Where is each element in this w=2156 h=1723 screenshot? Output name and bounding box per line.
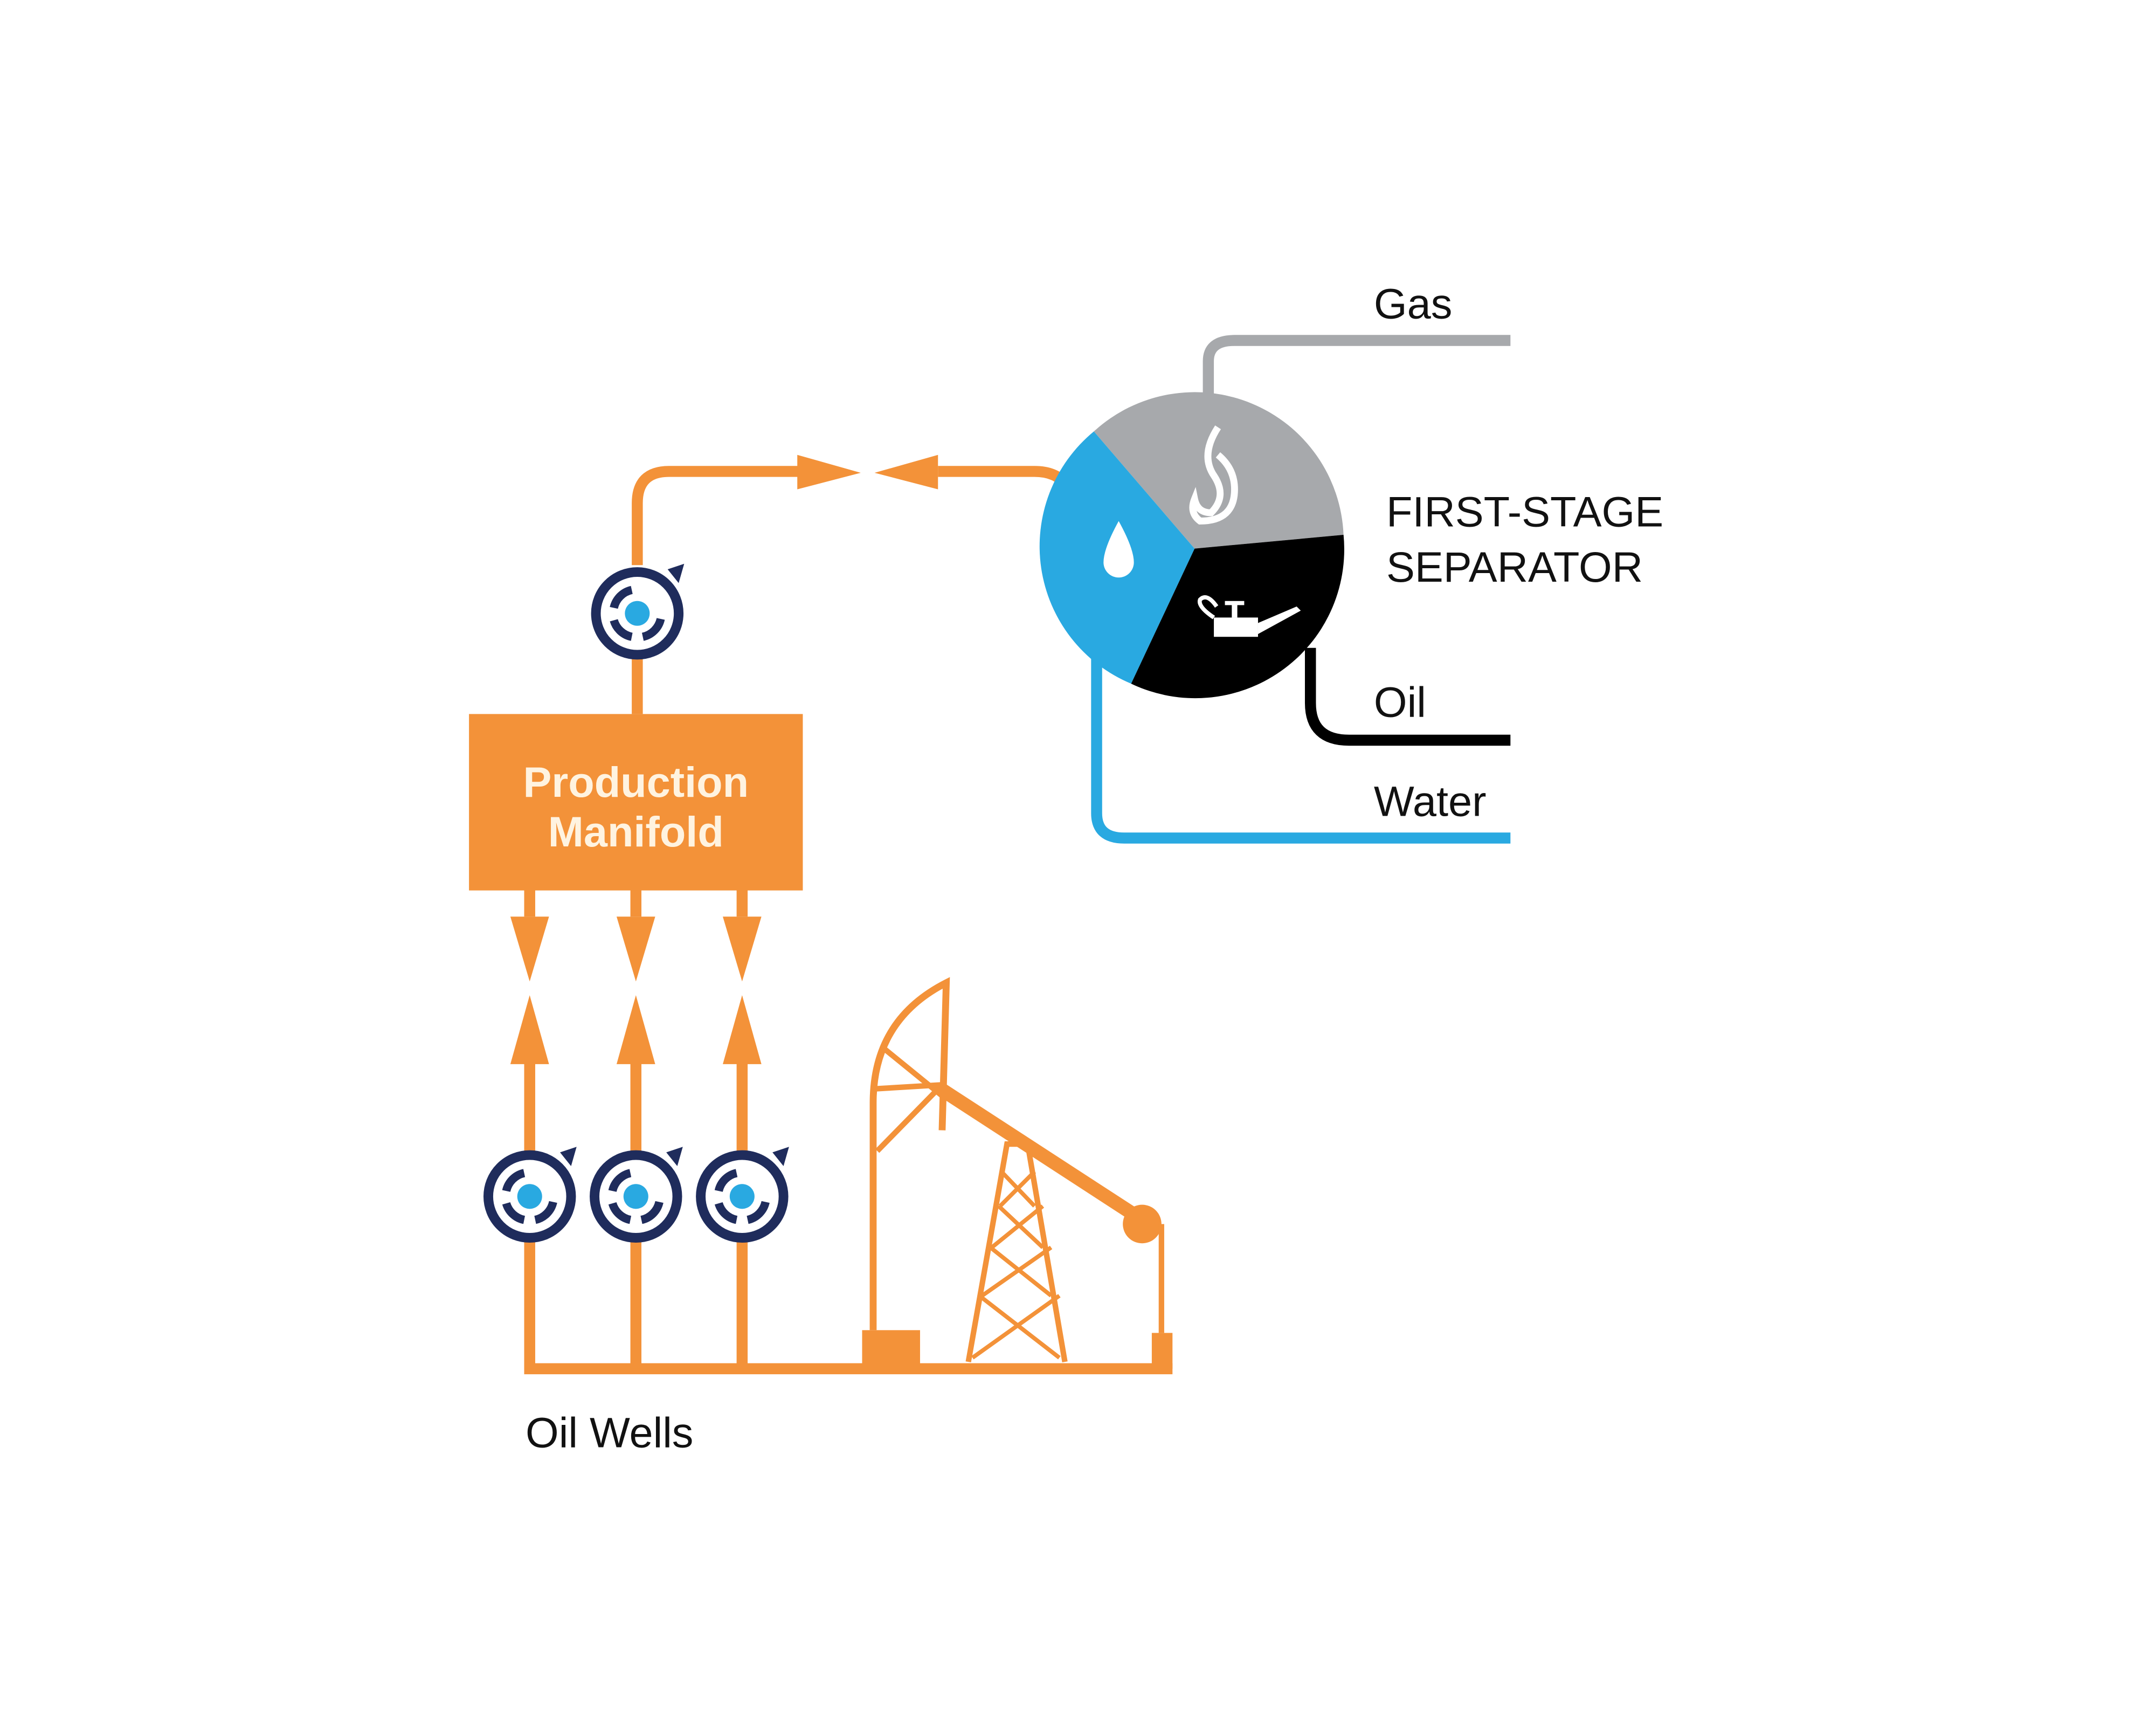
- water-label: Water: [1374, 777, 1487, 825]
- water-drop-icon: [1103, 521, 1134, 578]
- manifold-box: [469, 714, 803, 891]
- manifold-label-line1: Production: [523, 758, 749, 806]
- manifold-valve[interactable]: [797, 454, 938, 490]
- pumpjack-icon: [862, 977, 1173, 1369]
- flow-meter-icon[interactable]: [595, 1147, 683, 1238]
- valve-icon: [797, 454, 938, 490]
- flow-meter-icon[interactable]: [488, 1147, 577, 1238]
- gas-label: Gas: [1374, 280, 1452, 328]
- well-valve-1[interactable]: [510, 916, 549, 1064]
- flame-icon: [1189, 425, 1238, 525]
- production-manifold[interactable]: Production Manifold: [469, 714, 803, 891]
- oil-can-icon: [1197, 595, 1301, 637]
- gas-pipe: [1203, 335, 1511, 403]
- first-stage-separator[interactable]: [1039, 392, 1344, 699]
- oil-label: Oil: [1374, 678, 1426, 726]
- oil-wells-label: Oil Wells: [526, 1409, 693, 1457]
- oil-section: [1131, 535, 1344, 699]
- well-header-pipes: [524, 889, 1173, 1375]
- separator-label-line1: FIRST-STAGE: [1386, 488, 1663, 536]
- valve-icon: [616, 916, 655, 1064]
- water-pipe: [1091, 654, 1511, 844]
- well-valve-3[interactable]: [723, 916, 762, 1064]
- oil-pipe: [1304, 647, 1511, 746]
- valve-icon: [510, 916, 549, 1064]
- manifold-label-line2: Manifold: [548, 808, 724, 856]
- manifold-outlet-pipe: [632, 466, 1074, 714]
- separator-label-line2: SEPARATOR: [1386, 543, 1643, 591]
- flow-meter-icon[interactable]: [701, 1147, 789, 1238]
- well-valve-2[interactable]: [616, 916, 655, 1064]
- flow-meter-icon[interactable]: [596, 564, 685, 655]
- valve-icon: [723, 916, 762, 1064]
- gas-section: [1094, 392, 1344, 549]
